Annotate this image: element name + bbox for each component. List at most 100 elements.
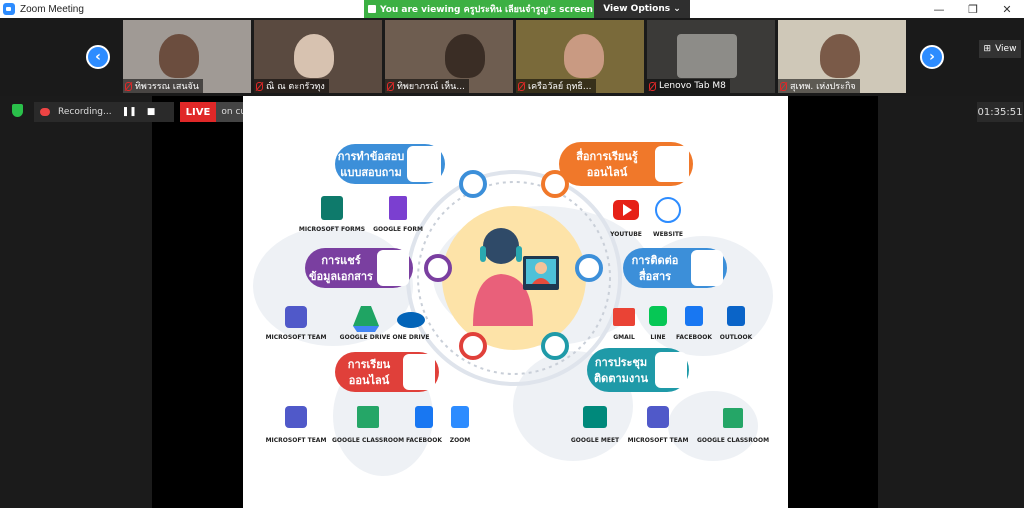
recording-label: Recording... (58, 107, 112, 117)
view-layout-button[interactable]: ⊞ View (979, 40, 1021, 58)
svg-text:GOOGLE CLASSROOM: GOOGLE CLASSROOM (697, 437, 769, 444)
share-screen-icon (368, 5, 376, 13)
participant-name-tag: เครือวัลย์ ฤทธิ... (516, 79, 596, 93)
stop-recording-button[interactable]: ■ (146, 107, 156, 117)
tool-gmail: GMAIL (613, 308, 635, 341)
svg-text:MICROSOFT TEAM: MICROSOFT TEAM (628, 437, 689, 444)
tool-google-classroom-2: GOOGLE CLASSROOM (697, 408, 769, 444)
participant-tile[interactable]: สุเทพ. เห่งประกิจ (778, 20, 906, 93)
participant-name-tag: ทิพยาภรณ์ เห็น... (385, 79, 469, 93)
mic-muted-icon (256, 81, 263, 91)
recording-indicator: Recording... ❚❚ ■ (34, 102, 174, 122)
svg-text:OUTLOOK: OUTLOOK (720, 334, 753, 341)
window-controls: — ❐ ✕ (922, 0, 1024, 18)
svg-text:GOOGLE CLASSROOM: GOOGLE CLASSROOM (332, 437, 404, 444)
svg-text:FACEBOOK: FACEBOOK (676, 334, 712, 341)
pill-meeting-followup: การประชุม ติดตามงาน (587, 348, 689, 392)
participant-gallery: ‹ ทิพวรรณ เสนจัน ณิ ณ ตะกรัวทุง ทิพยาภรณ… (0, 18, 1024, 96)
mic-muted-icon (518, 81, 525, 91)
pill-online-media: สื่อการเรียนรู้ ออนไลน์ (559, 142, 693, 186)
participant-tile[interactable]: ณิ ณ ตะกรัวทุง (254, 20, 382, 93)
participant-tile[interactable]: เครือวัลย์ ฤทธิ... (516, 20, 644, 93)
dashed-ring (417, 181, 611, 375)
svg-text:MICROSOFT FORMS: MICROSOFT FORMS (299, 226, 365, 233)
svg-text:สื่อการเรียนรู้: สื่อการเรียนรู้ (576, 148, 638, 164)
tool-google-drive: GOOGLE DRIVE (340, 306, 391, 341)
participant-tile[interactable]: ทิพยาภรณ์ เห็น... (385, 20, 513, 93)
participant-video (294, 34, 334, 78)
participant-video (445, 34, 485, 78)
participant-video (159, 34, 199, 78)
svg-text:GOOGLE DRIVE: GOOGLE DRIVE (340, 334, 391, 341)
participant-name-tag: Lenovo Tab M8 (647, 79, 730, 93)
slide-diagram: การทำข้อสอบ แบบสอบถาม การแชร์ ข้อมูลเอกส… (253, 142, 773, 476)
svg-text:FACEBOOK: FACEBOOK (406, 437, 442, 444)
maximize-button[interactable]: ❐ (968, 2, 978, 16)
shared-slide: การทำข้อสอบ แบบสอบถาม การแชร์ ข้อมูลเอกส… (243, 96, 788, 508)
participant-video (677, 34, 737, 78)
viewing-text: You are viewing ครูประทิน เลียนจำรูญ's s… (380, 5, 593, 15)
svg-text:การติดต่อ: การติดต่อ (632, 254, 679, 267)
tool-ms-forms: MICROSOFT FORMS (299, 196, 365, 233)
participant-name-tag: ณิ ณ ตะกรัวทุง (254, 79, 329, 93)
participant-name-tag: ทิพวรรณ เสนจัน (123, 79, 203, 93)
tool-outlook: OUTLOOK (720, 306, 753, 341)
mic-muted-icon (649, 81, 656, 91)
connector-nodes (424, 170, 603, 360)
meeting-timer: 01:35:51 (977, 102, 1023, 122)
svg-text:ZOOM: ZOOM (450, 437, 471, 444)
tool-facebook-2: FACEBOOK (406, 406, 442, 444)
gallery-prev-button[interactable]: ‹ (86, 45, 110, 69)
svg-text:ออนไลน์: ออนไลน์ (349, 373, 390, 387)
svg-text:MICROSOFT TEAM: MICROSOFT TEAM (266, 437, 327, 444)
mic-muted-icon (387, 81, 394, 91)
tool-google-form: GOOGLE FORM (373, 196, 423, 233)
participant-tile[interactable]: Lenovo Tab M8 (647, 20, 775, 93)
tool-one-drive: ONE DRIVE (393, 312, 429, 341)
tool-google-meet: GOOGLE MEET (571, 406, 620, 444)
screen-share-banner: You are viewing ครูประทิน เลียนจำรูญ's s… (364, 0, 594, 18)
minimize-button[interactable]: — (933, 2, 945, 16)
online-learner-icon (473, 228, 559, 326)
tool-ms-team-2: MICROSOFT TEAM (266, 406, 327, 444)
window-title: Zoom Meeting (20, 3, 84, 15)
svg-text:การประชุม: การประชุม (595, 356, 647, 370)
svg-text:GOOGLE FORM: GOOGLE FORM (373, 226, 423, 233)
participant-video (564, 34, 604, 78)
participant-tile[interactable]: ทิพวรรณ เสนจัน (123, 20, 251, 93)
live-badge[interactable]: LIVE (180, 102, 216, 122)
participant-video (820, 34, 860, 78)
svg-text:ข้อมูลเอกสาร: ข้อมูลเอกสาร (309, 270, 373, 284)
tool-ms-team-1: MICROSOFT TEAM (266, 306, 327, 341)
pause-recording-button[interactable]: ❚❚ (121, 107, 137, 117)
svg-text:การทำข้อสอบ: การทำข้อสอบ (338, 150, 405, 163)
svg-text:GOOGLE MEET: GOOGLE MEET (571, 437, 620, 444)
svg-text:ออนไลน์: ออนไลน์ (587, 165, 628, 179)
svg-text:ติดตามงาน: ติดตามงาน (594, 372, 648, 385)
grid-icon: ⊞ (983, 44, 992, 54)
svg-text:GMAIL: GMAIL (613, 334, 635, 341)
gallery-next-button[interactable]: › (920, 45, 944, 69)
tool-line: LINE (649, 306, 667, 341)
close-button[interactable]: ✕ (1002, 2, 1012, 16)
svg-text:แบบสอบถาม: แบบสอบถาม (340, 166, 401, 179)
pill-communication: การติดต่อ สื่อสาร (623, 248, 727, 288)
tool-facebook-1: FACEBOOK (676, 306, 712, 341)
tool-website: WEBSITE (653, 197, 683, 238)
view-options-button[interactable]: View Options ⌄ (594, 0, 690, 18)
svg-text:MICROSOFT TEAM: MICROSOFT TEAM (266, 334, 327, 341)
svg-text:การเรียน: การเรียน (348, 358, 391, 371)
participant-name-tag: สุเทพ. เห่งประกิจ (778, 79, 860, 93)
cloud-record-icon (40, 108, 50, 116)
svg-text:สื่อสาร: สื่อสาร (639, 268, 671, 283)
svg-text:YOUTUBE: YOUTUBE (609, 231, 642, 238)
tool-ms-team-3: MICROSOFT TEAM (628, 406, 689, 444)
tool-google-classroom-1: GOOGLE CLASSROOM (332, 406, 404, 444)
encryption-shield-icon[interactable] (12, 104, 23, 117)
pill-online-learning: การเรียน ออนไลน์ (335, 352, 439, 392)
svg-text:WEBSITE: WEBSITE (653, 231, 683, 238)
tool-zoom: ZOOM (450, 406, 471, 444)
pill-exam: การทำข้อสอบ แบบสอบถาม (335, 144, 445, 184)
mic-muted-icon (125, 81, 132, 91)
mic-muted-icon (780, 81, 787, 91)
